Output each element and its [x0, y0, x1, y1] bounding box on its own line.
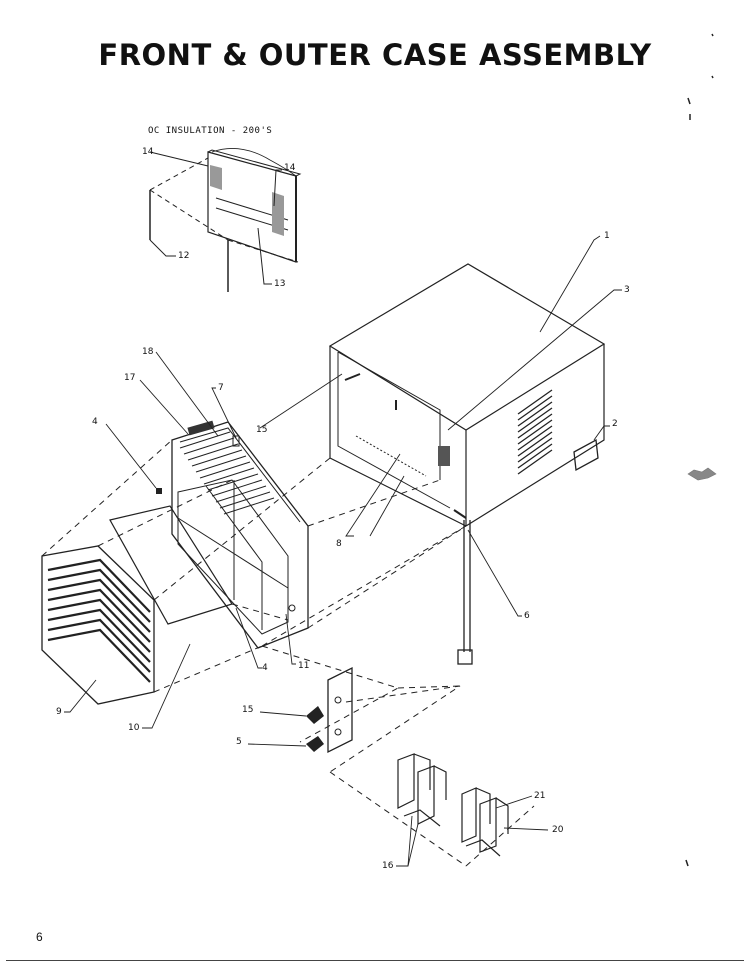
- callout-3: 3: [624, 285, 630, 295]
- front-frame: [156, 420, 309, 649]
- callout-17: 17: [124, 373, 136, 383]
- callout-12: 12: [178, 251, 190, 261]
- callout-15: 15: [242, 705, 254, 715]
- outer-case: [328, 263, 606, 665]
- page-title: FRONT & OUTER CASE ASSEMBLY: [98, 38, 652, 72]
- callout-2: 2: [612, 419, 618, 429]
- callout-14: 14: [284, 163, 296, 173]
- front-grille: [41, 545, 155, 705]
- callout-16: 16: [382, 861, 394, 871]
- insulation-subtitle: OC INSULATION - 200'S: [148, 126, 273, 136]
- air-filter: [109, 505, 233, 625]
- callout-13: 13: [274, 279, 286, 289]
- scan-specks: [685, 33, 717, 867]
- callout-18: 18: [142, 347, 154, 357]
- callout-6: 6: [524, 611, 530, 621]
- leader-lines: [64, 235, 622, 867]
- callout-9: 9: [56, 707, 62, 717]
- callout-1: 1: [604, 231, 610, 241]
- callout-10: 10: [128, 723, 140, 733]
- page-number: 6: [36, 930, 43, 944]
- insulation-detail: [149, 148, 302, 292]
- callout-15: 15: [256, 425, 268, 435]
- callout-4: 4: [92, 417, 98, 427]
- support-brackets: [397, 753, 509, 857]
- callout-7: 7: [218, 383, 224, 393]
- callout-8: 8: [336, 539, 342, 549]
- callout-21: 21: [534, 791, 546, 801]
- callout-11: 11: [298, 661, 310, 671]
- callout-14: 14: [142, 147, 154, 157]
- bottom-rule: [6, 960, 744, 961]
- projection-lines: [41, 439, 535, 867]
- callout-5: 5: [236, 737, 242, 747]
- bracket-plate: [306, 666, 353, 754]
- callout-20: 20: [552, 825, 564, 835]
- callout-4: 4: [262, 663, 268, 673]
